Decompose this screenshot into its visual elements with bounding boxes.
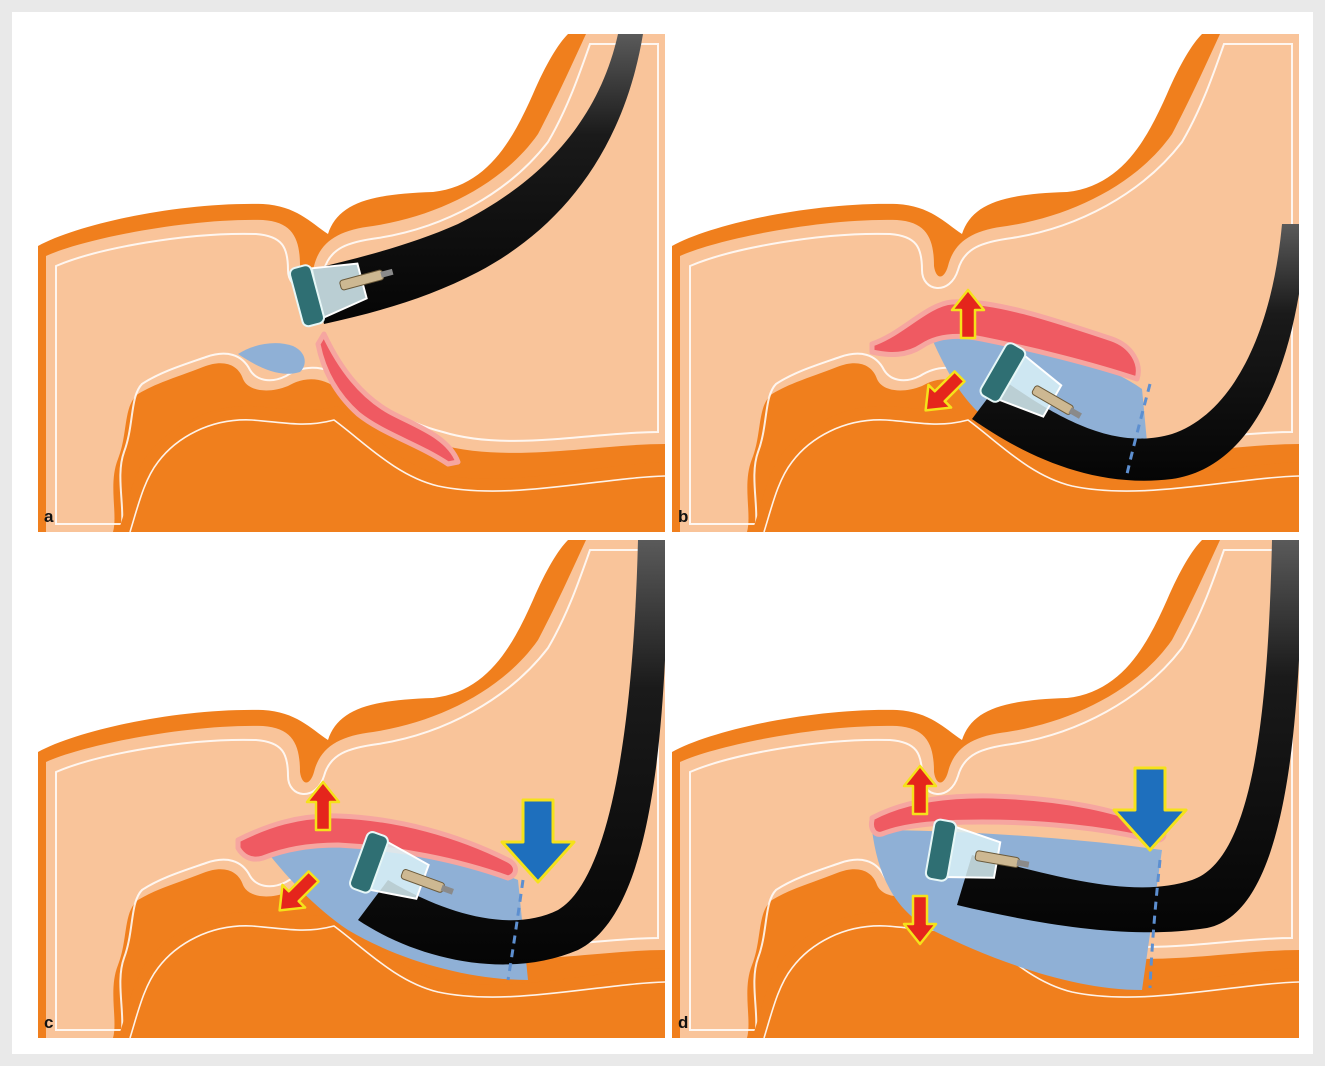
panel-label-b: b xyxy=(678,507,688,527)
panel-label-a: a xyxy=(44,507,53,527)
wall-left-edge xyxy=(672,790,680,1038)
panel-d-illustration xyxy=(672,540,1299,1038)
panel-c: c xyxy=(38,540,665,1038)
figure-frame: a b c d xyxy=(12,12,1313,1054)
panel-a: a xyxy=(38,34,665,532)
panel-a-illustration xyxy=(38,34,665,532)
wall-left-edge xyxy=(38,284,46,532)
panel-label-c: c xyxy=(44,1013,53,1033)
wall-left-edge xyxy=(672,284,680,532)
panel-d: d xyxy=(672,540,1299,1038)
panel-label-d: d xyxy=(678,1013,688,1033)
panel-b: b xyxy=(672,34,1299,532)
wall-left-edge xyxy=(38,790,46,1038)
panel-c-illustration xyxy=(38,540,665,1038)
panel-b-illustration xyxy=(672,34,1299,532)
